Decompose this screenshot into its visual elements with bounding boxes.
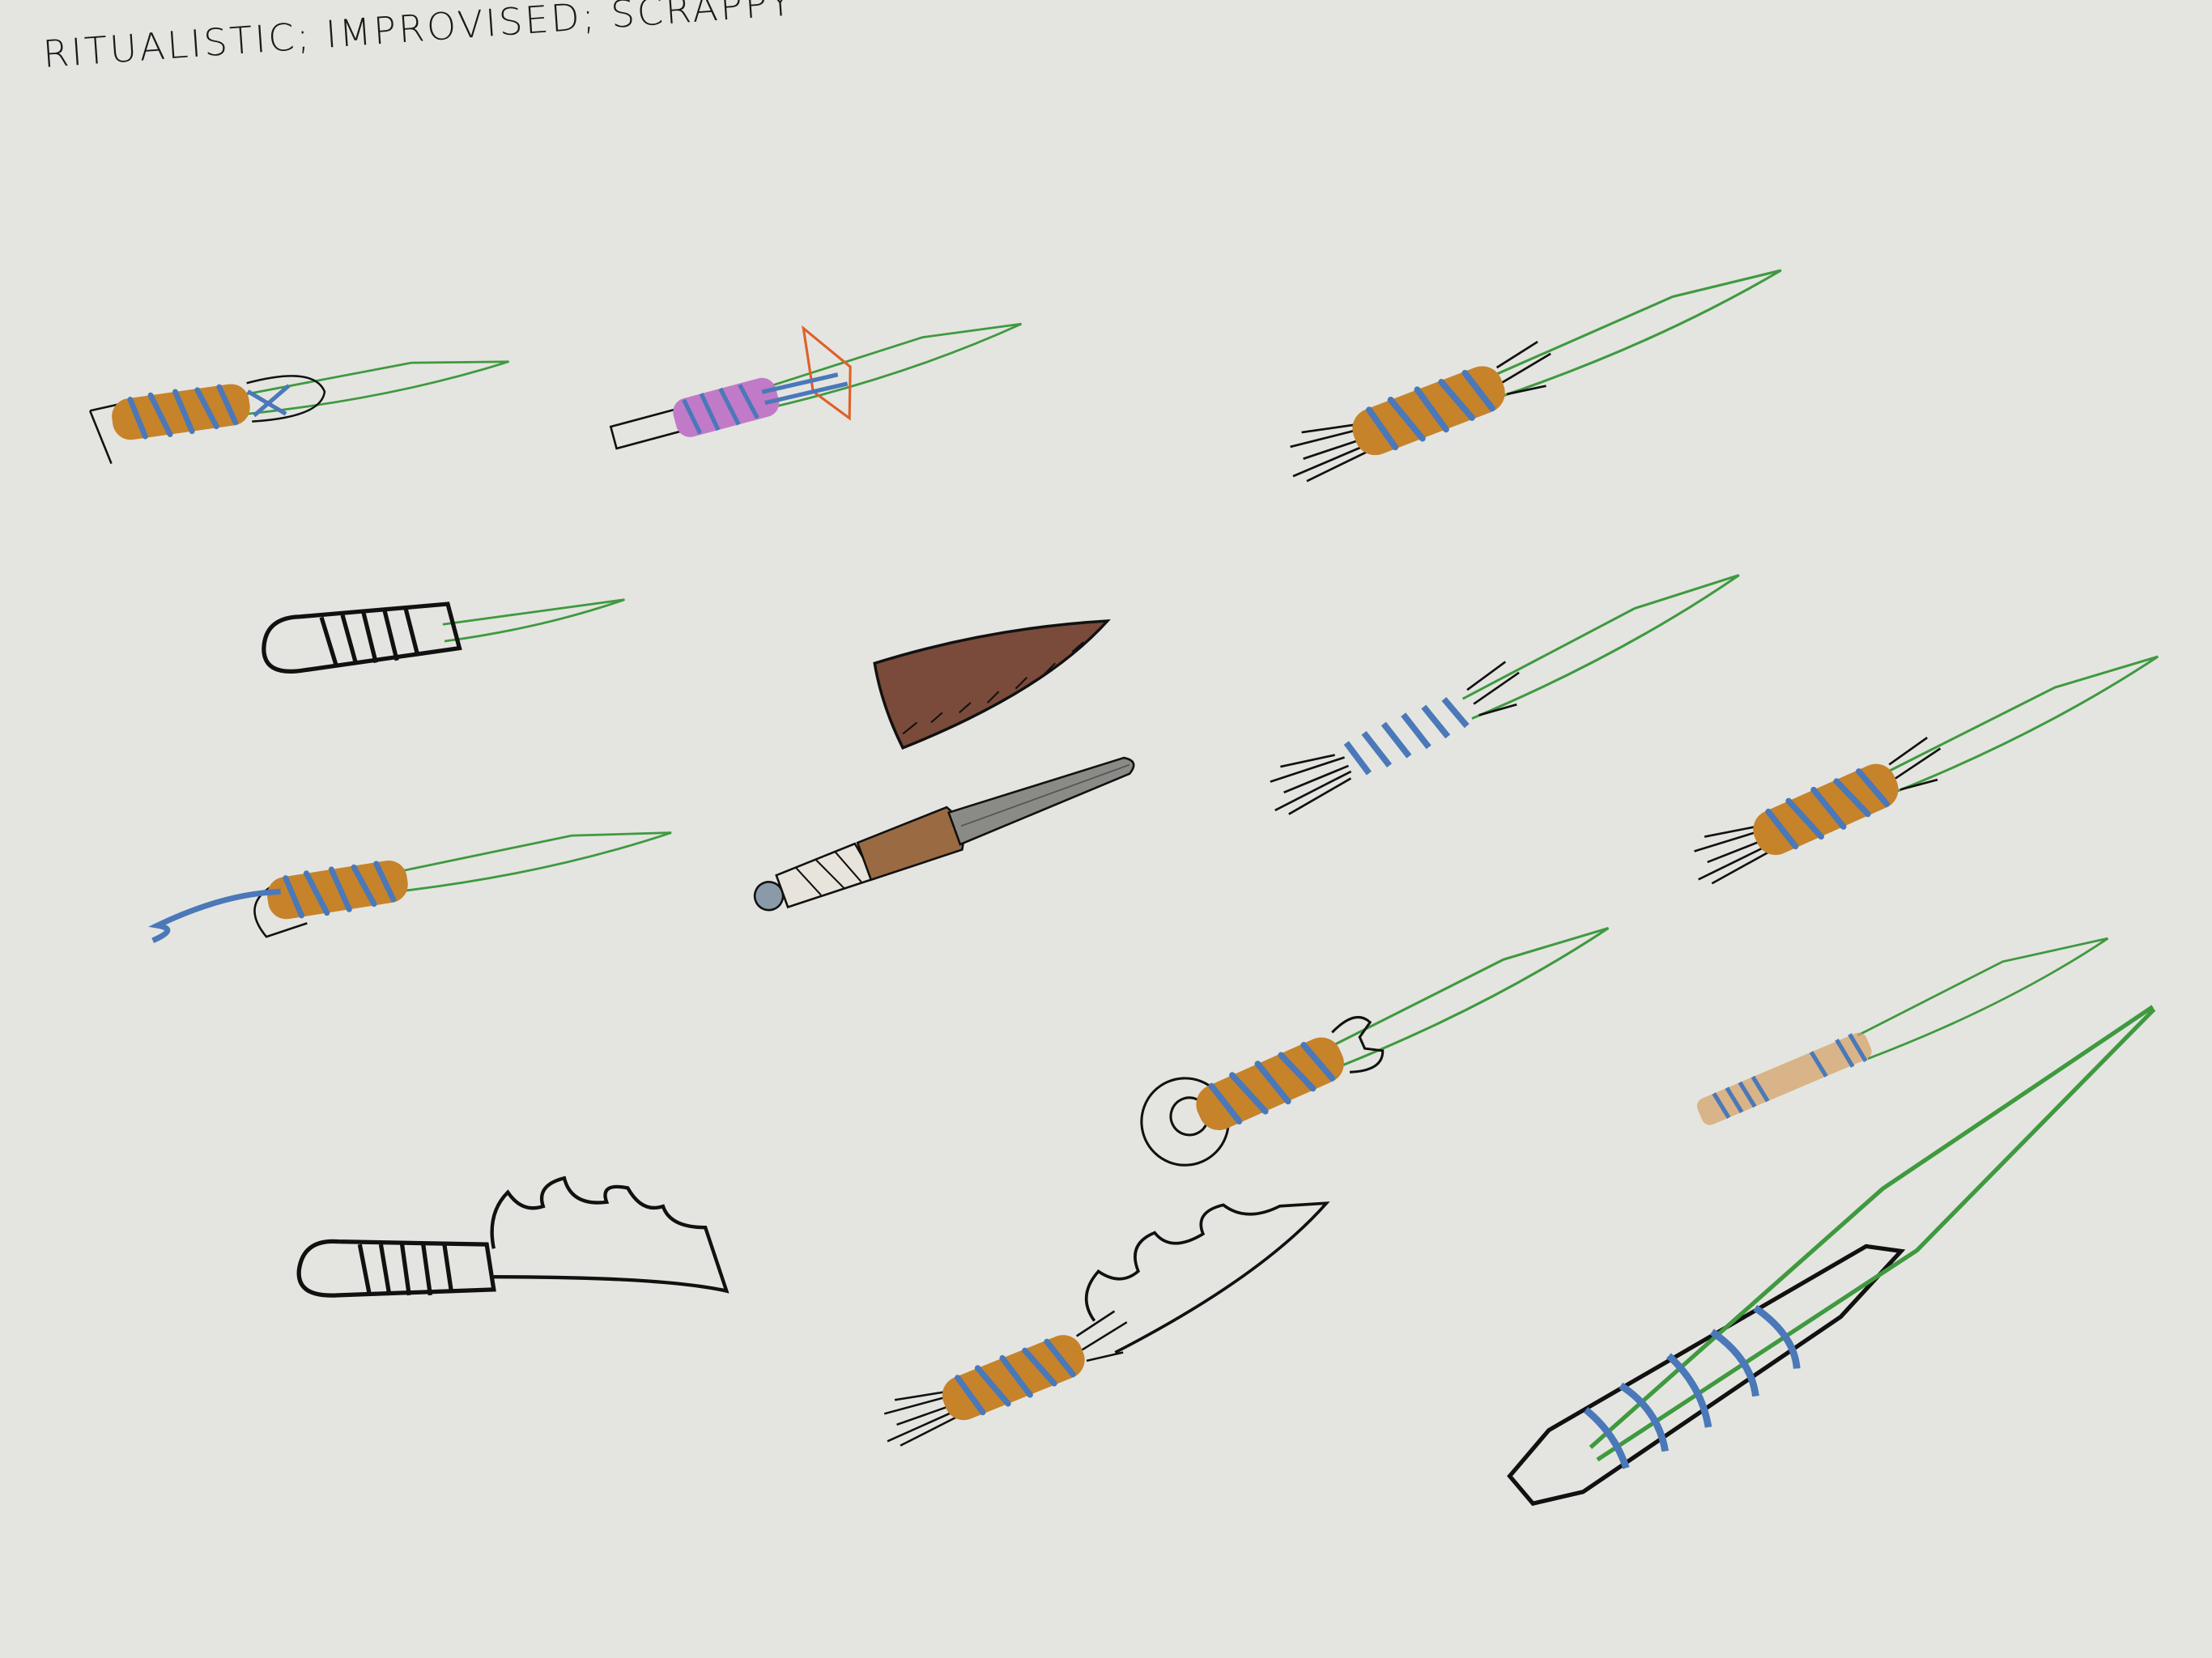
stick-bundle-knife-2 xyxy=(1682,643,2167,889)
wrench-handle-knife xyxy=(1140,914,1618,1167)
purple-wrapped-knife xyxy=(609,310,1027,450)
black-handle-knife xyxy=(262,598,625,674)
flame-blade-knife-2 xyxy=(873,1201,1330,1451)
small-wrapped-knife xyxy=(1696,937,2109,1125)
wrapped-knife-1 xyxy=(88,348,513,465)
driftwood-knife xyxy=(1507,1005,2156,1507)
leather-sheath xyxy=(873,619,1111,750)
stick-bundle-knife-1 xyxy=(1278,255,1789,487)
flame-blade-knife-1 xyxy=(296,1175,730,1298)
cord-tail-knife xyxy=(148,818,675,943)
blue-wrapped-stick-knife xyxy=(1257,561,1748,820)
reference-dagger xyxy=(753,756,1135,912)
